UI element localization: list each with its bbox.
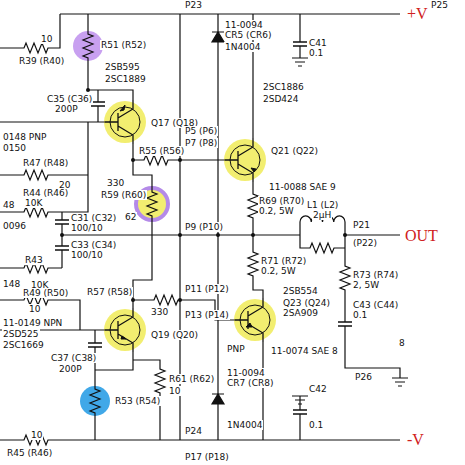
part-label: 2SB595 <box>104 62 141 72</box>
wires <box>0 14 400 440</box>
part-label: C33 (C34) <box>70 240 117 250</box>
part-label: 0.2, 5W <box>260 266 297 276</box>
part-label: C31 (C32) <box>70 213 117 223</box>
part-label: 2SD525 <box>2 329 40 339</box>
yellow-mark <box>234 299 276 341</box>
part-label: R39 (R40) <box>18 56 65 66</box>
part-label: 2SB554 <box>282 286 319 296</box>
part-label: 2SC1669 <box>2 340 45 350</box>
part-label: P9 (P10) <box>184 222 224 232</box>
part-label: Q23 (Q24) <box>282 298 331 308</box>
part-label: 330 <box>150 307 169 317</box>
part-label: R71 (R72) <box>260 256 307 266</box>
yellow-mark <box>104 309 146 351</box>
part-label: 11-0149 NPN <box>2 318 63 328</box>
part-label: 0.1 <box>308 420 324 430</box>
transistor-symbols <box>105 100 270 352</box>
part-label: 2SC1889 <box>104 74 147 84</box>
signal-label: +V <box>406 6 429 22</box>
signal-label: -V <box>406 432 425 448</box>
yellow-mark <box>224 139 266 181</box>
purple-mark <box>73 31 103 61</box>
part-label: 100/10 <box>70 250 104 260</box>
part-label: C43 (C44) <box>352 300 399 310</box>
part-label: 0096 <box>2 221 27 231</box>
part-label: R55 (R56) <box>138 146 185 156</box>
part-label: R49 (R50) <box>22 288 69 298</box>
part-label: R59 (R60) <box>100 190 147 200</box>
part-label: CR5 (CR6) <box>224 30 272 40</box>
part-label: 2SC1886 <box>262 82 305 92</box>
part-label: R47 (R48) <box>22 158 69 168</box>
part-label: 1N4004 <box>224 42 261 52</box>
part-label: R44 (R46) <box>22 188 69 198</box>
part-label: 1N4004 <box>226 420 263 430</box>
part-label: 48 <box>2 200 15 210</box>
part-label: (P22) <box>352 238 378 248</box>
part-label: 0.1 <box>352 310 368 320</box>
part-label: PNP <box>226 344 246 354</box>
part-label: 2SD424 <box>262 94 300 104</box>
junction-dots <box>60 88 347 302</box>
part-label: 10 <box>40 34 53 44</box>
part-label: R53 (R54) <box>114 396 161 406</box>
part-label: R69 (R70) <box>258 196 305 206</box>
diode-symbols <box>212 32 224 404</box>
part-label: L1 (L2) <box>306 200 339 210</box>
part-label: 0.2, 5W <box>258 206 295 216</box>
part-label: 62 <box>124 212 137 222</box>
part-label: P7 (P8) <box>184 138 218 148</box>
part-label: 330 <box>106 178 125 188</box>
signal-label: OUT <box>404 228 439 244</box>
part-label: 11-0074 SAE 8 <box>270 346 339 356</box>
part-label: Q21 (Q22) <box>270 146 319 156</box>
part-label: P23 <box>184 0 203 10</box>
part-label: 2μH <box>312 210 332 220</box>
part-label: 10 <box>30 430 43 440</box>
part-label: 11-0088 SAE 9 <box>268 182 337 192</box>
blue-mark <box>80 386 110 416</box>
part-label: R57 (R58) <box>86 287 133 297</box>
part-label: 2SA909 <box>282 308 319 318</box>
resistor-symbols <box>20 30 350 445</box>
part-label: P13 (P14) <box>184 310 230 320</box>
part-label: R43 <box>24 255 44 265</box>
part-label: C37 (C38) <box>50 353 97 363</box>
part-label: 0150 <box>2 143 27 153</box>
capacitor-symbols <box>55 42 352 414</box>
part-label: Q19 (Q20) <box>150 330 199 340</box>
part-label: 10 <box>28 304 41 314</box>
part-label: P17 (P18) <box>184 452 230 462</box>
part-label: 10K <box>24 198 43 208</box>
part-label: C42 <box>308 384 328 394</box>
part-label: R73 (R74) <box>352 270 399 280</box>
part-label: C41 <box>308 38 328 48</box>
part-label: C35 (C36) <box>46 94 93 104</box>
part-label: R45 (R46) <box>6 448 53 458</box>
part-label: P26 <box>354 372 373 382</box>
part-label: P25 <box>430 0 449 10</box>
part-label: P24 <box>184 426 203 436</box>
part-label: 11-0094 <box>224 20 264 30</box>
part-label: P5 (P6) <box>184 126 218 136</box>
part-label: 0148 PNP <box>2 132 47 142</box>
part-label: 200P <box>54 104 79 114</box>
part-label: R61 (R62) <box>168 374 215 384</box>
part-label: 100/10 <box>70 223 104 233</box>
part-label: 0.1 <box>308 48 324 58</box>
part-label: 11-0094 <box>226 368 266 378</box>
part-label: R51 (R52) <box>100 40 147 50</box>
part-label: P21 <box>352 220 371 230</box>
part-label: 8 <box>398 338 406 348</box>
part-label: 148 <box>2 279 21 289</box>
part-label: CR7 (CR8) <box>226 378 274 388</box>
part-label: 200P <box>58 364 83 374</box>
part-label: 2, 5W <box>352 280 380 290</box>
part-label: P11 (P12) <box>184 284 230 294</box>
part-label: 10 <box>168 386 181 396</box>
